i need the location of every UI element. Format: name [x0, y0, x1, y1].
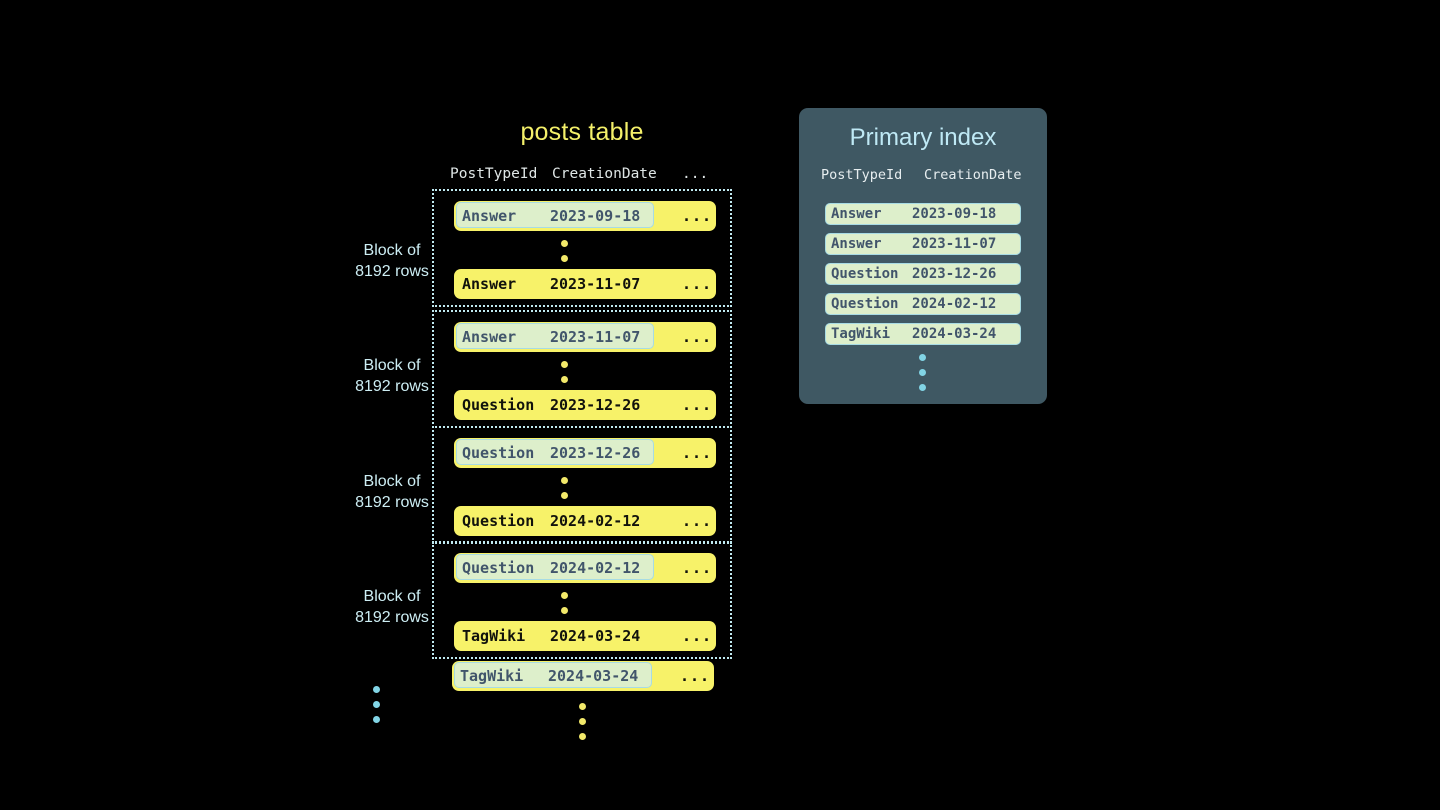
row-posttypeid: TagWiki — [462, 627, 526, 645]
primary-index-title: Primary index — [849, 124, 997, 151]
column-header-posttypeid: PostTypeId — [821, 167, 903, 183]
index-posttypeid: TagWiki — [831, 326, 891, 342]
column-header-creationdate: CreationDate — [924, 167, 1022, 183]
blocks-continue-ellipsis — [373, 686, 381, 731]
table-row-trailing: TagWiki 2024-03-24 ... — [452, 661, 714, 691]
index-posttypeid: Answer — [831, 206, 882, 222]
row-posttypeid: TagWiki — [460, 667, 524, 685]
row-creationdate: 2023-11-07 — [550, 328, 641, 346]
column-header-more: ... — [682, 166, 709, 182]
row-posttypeid: Question — [462, 444, 535, 462]
row-more: ... — [682, 207, 713, 225]
row-more: ... — [680, 667, 711, 685]
row-more: ... — [682, 444, 713, 462]
column-header-creationdate: CreationDate — [552, 166, 657, 182]
row-posttypeid: Answer — [462, 328, 517, 346]
posts-table-title: posts table — [520, 118, 644, 146]
index-creationdate: 2023-11-07 — [912, 236, 997, 252]
table-row: Question 2023-12-26 ... — [454, 438, 716, 468]
row-creationdate: 2023-09-18 — [550, 207, 641, 225]
table-row: Answer 2023-09-18 ... — [454, 201, 716, 231]
row-creationdate: 2024-02-12 — [550, 512, 641, 530]
row-more: ... — [682, 396, 713, 414]
row-posttypeid: Question — [462, 512, 535, 530]
table-row: TagWiki 2024-03-24 ... — [454, 621, 716, 651]
index-posttypeid: Question — [831, 266, 899, 282]
row-posttypeid: Question — [462, 396, 535, 414]
row-creationdate: 2024-02-12 — [550, 559, 641, 577]
primary-index-card: Primary index PostTypeId CreationDate An… — [799, 108, 1047, 404]
row-more: ... — [682, 559, 713, 577]
index-creationdate: 2023-09-18 — [912, 206, 997, 222]
column-header-posttypeid: PostTypeId — [450, 166, 538, 182]
row-more: ... — [682, 627, 713, 645]
table-block-4: Question 2024-02-12 ... TagWiki 2024-03-… — [432, 541, 732, 659]
table-block-1: Answer 2023-09-18 ... Answer 2023-11-07 … — [432, 189, 732, 307]
row-posttypeid: Question — [462, 559, 535, 577]
row-more: ... — [682, 328, 713, 346]
block-label-2: Block of 8192 rows — [355, 357, 429, 395]
row-creationdate: 2023-12-26 — [550, 444, 641, 462]
table-row: Question 2024-02-12 ... — [454, 506, 716, 536]
index-ellipsis — [919, 354, 927, 399]
row-posttypeid: Answer — [462, 207, 517, 225]
posts-table-column-headers: PostTypeId CreationDate ... — [432, 166, 732, 186]
block-label-3: Block of 8192 rows — [355, 473, 429, 511]
index-posttypeid: Answer — [831, 236, 882, 252]
row-creationdate: 2024-03-24 — [548, 667, 639, 685]
block-label-1: Block of 8192 rows — [355, 242, 429, 280]
index-row: Question 2023-12-26 — [825, 263, 1021, 285]
row-posttypeid: Answer — [462, 275, 517, 293]
row-more: ... — [682, 512, 713, 530]
table-row: Question 2024-02-12 ... — [454, 553, 716, 583]
index-row: Answer 2023-11-07 — [825, 233, 1021, 255]
row-creationdate: 2023-11-07 — [550, 275, 641, 293]
table-block-2: Answer 2023-11-07 ... Question 2023-12-2… — [432, 310, 732, 428]
table-row: Question 2023-12-26 ... — [454, 390, 716, 420]
index-creationdate: 2024-02-12 — [912, 296, 997, 312]
table-row: Answer 2023-11-07 ... — [454, 269, 716, 299]
row-creationdate: 2023-12-26 — [550, 396, 641, 414]
row-creationdate: 2024-03-24 — [550, 627, 641, 645]
index-creationdate: 2023-12-26 — [912, 266, 997, 282]
table-row: Answer 2023-11-07 ... — [454, 322, 716, 352]
index-posttypeid: Question — [831, 296, 899, 312]
index-row: TagWiki 2024-03-24 — [825, 323, 1021, 345]
index-creationdate: 2024-03-24 — [912, 326, 997, 342]
row-more: ... — [682, 275, 713, 293]
table-block-3: Question 2023-12-26 ... Question 2024-02… — [432, 426, 732, 544]
index-row: Answer 2023-09-18 — [825, 203, 1021, 225]
table-bottom-ellipsis — [579, 703, 587, 748]
index-row: Question 2024-02-12 — [825, 293, 1021, 315]
primary-index-column-headers: PostTypeId CreationDate — [799, 167, 1047, 187]
block-label-4: Block of 8192 rows — [355, 588, 429, 626]
